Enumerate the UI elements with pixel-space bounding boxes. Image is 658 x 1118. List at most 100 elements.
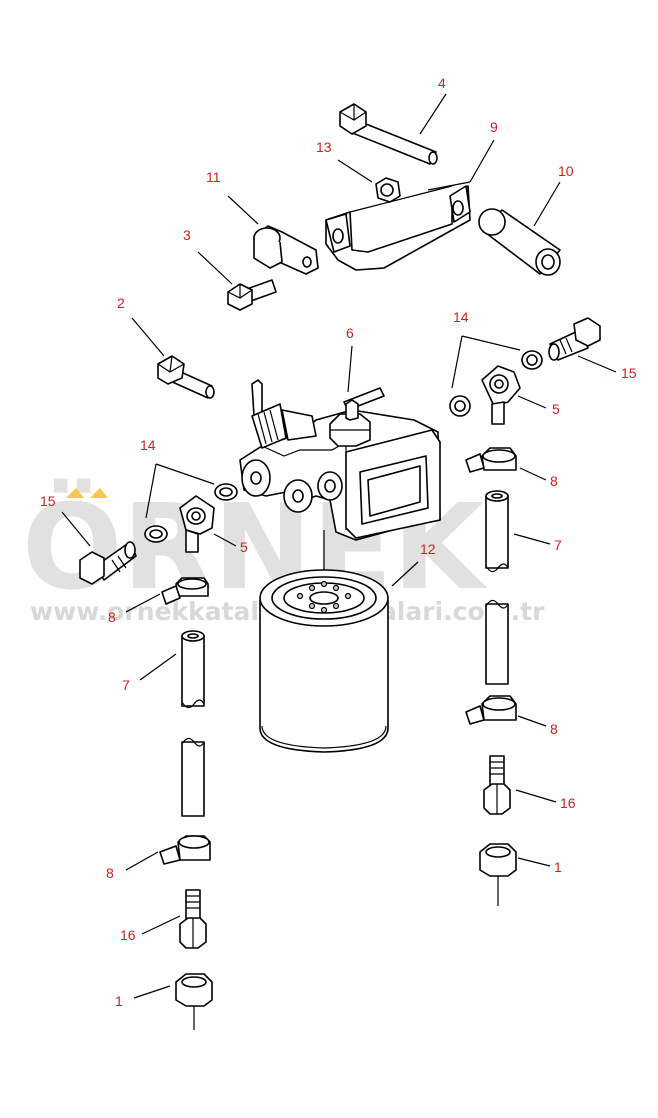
fuel-filter-12 — [259, 530, 389, 753]
leader-line — [515, 789, 557, 803]
leader-line — [391, 561, 419, 587]
adapter-right-16 — [483, 755, 511, 815]
fitting-right-1 — [479, 843, 517, 906]
bolt-4 — [339, 103, 438, 165]
leader-line — [133, 985, 171, 999]
o-ring-right-14a — [449, 395, 471, 417]
leader-line — [337, 159, 373, 183]
hose-clamp-left-8a — [161, 577, 209, 605]
leader-line — [213, 533, 237, 547]
callout-number: 4 — [438, 75, 446, 91]
callout-14: 14 — [140, 437, 215, 519]
callout-16: 16 — [515, 789, 576, 811]
leader-line — [517, 715, 547, 727]
callout-5: 5 — [213, 533, 248, 555]
filter-head-6 — [239, 379, 441, 541]
callout-7: 7 — [122, 653, 177, 693]
o-ring-left-14a — [214, 483, 238, 501]
callout-8: 8 — [106, 851, 159, 881]
callout-number: 16 — [120, 927, 136, 943]
o-ring-right-14b — [521, 350, 543, 370]
callout-layer: 4 9 13 11 10 3 2 6 14 15 5 14 15 5 8 7 12 8 7 8 16 1 8 16 1 — [40, 75, 637, 1009]
banjo-bolt-left-15 — [79, 541, 137, 585]
callout-15: 15 — [40, 493, 91, 547]
callout-number: 11 — [206, 169, 221, 185]
callout-number: 9 — [490, 119, 498, 135]
leader-line — [61, 511, 91, 547]
callout-16: 16 — [120, 915, 181, 943]
callout-number: 8 — [108, 609, 116, 625]
callout-number: 5 — [552, 401, 560, 417]
leader-line — [139, 653, 177, 681]
leader-line — [197, 251, 233, 285]
callout-4: 4 — [419, 75, 447, 135]
callout-9: 9 — [427, 119, 498, 191]
callout-14: 14 — [451, 309, 521, 389]
leader-line — [427, 181, 471, 191]
leader-line — [125, 593, 161, 613]
callout-number: 3 — [183, 227, 191, 243]
callout-number: 14 — [453, 309, 469, 325]
bolt-2 — [157, 355, 215, 399]
callout-number: 7 — [122, 677, 130, 693]
callout-number: 7 — [554, 537, 562, 553]
watermark-accent — [90, 488, 108, 498]
callout-15: 15 — [577, 355, 637, 381]
leader-line — [519, 467, 547, 481]
callout-13: 13 — [316, 139, 373, 183]
hose-right-7 — [485, 490, 509, 685]
leader-line — [517, 857, 551, 867]
leader-line — [461, 335, 521, 351]
fitting-left-1 — [175, 973, 213, 1030]
nut-13 — [375, 177, 401, 203]
callout-number: 14 — [140, 437, 156, 453]
hose-clamp-left-8b — [159, 835, 211, 865]
banjo-bolt-right-15 — [548, 317, 601, 361]
leader-line — [577, 355, 617, 373]
bracket-9 — [325, 185, 471, 271]
callout-number: 16 — [560, 795, 576, 811]
adapter-left-16 — [179, 889, 207, 949]
callout-number: 6 — [346, 325, 354, 341]
watermark-accent — [66, 488, 84, 498]
hose-clamp-right-8a — [465, 447, 517, 473]
callout-11: 11 — [206, 169, 259, 225]
leader-line — [533, 181, 561, 227]
banjo-fitting-right-5 — [481, 365, 521, 425]
callout-3: 3 — [183, 227, 233, 285]
callout-number: 5 — [240, 539, 248, 555]
leader-line — [141, 915, 181, 935]
leader-line — [227, 195, 259, 225]
o-ring-left-14b — [144, 525, 168, 543]
leader-line — [125, 851, 159, 871]
bolt-3 — [227, 279, 277, 311]
clamp-11 — [253, 225, 319, 275]
callout-number: 8 — [550, 473, 558, 489]
leader-line — [155, 463, 215, 485]
callout-number: 12 — [420, 541, 436, 557]
callout-7: 7 — [513, 533, 562, 553]
callout-number: 1 — [115, 993, 123, 1009]
callout-number: 15 — [621, 365, 637, 381]
callout-number: 1 — [554, 859, 562, 875]
hose-clamp-right-8b — [465, 695, 517, 725]
callout-number: 10 — [558, 163, 574, 179]
leader-line — [419, 93, 447, 135]
leader-line — [145, 463, 157, 519]
hose-left-7 — [181, 630, 205, 817]
callout-8: 8 — [108, 593, 161, 625]
callout-1: 1 — [115, 985, 171, 1009]
leader-line — [517, 395, 547, 409]
callout-10: 10 — [533, 163, 574, 227]
leader-line — [347, 345, 353, 393]
callout-6: 6 — [346, 325, 354, 393]
callout-8: 8 — [517, 715, 558, 737]
leader-line — [513, 533, 551, 545]
callout-2: 2 — [117, 295, 165, 357]
callout-5: 5 — [517, 395, 560, 417]
leader-line — [131, 317, 165, 357]
leader-line — [469, 139, 495, 183]
callout-12: 12 — [391, 541, 436, 587]
